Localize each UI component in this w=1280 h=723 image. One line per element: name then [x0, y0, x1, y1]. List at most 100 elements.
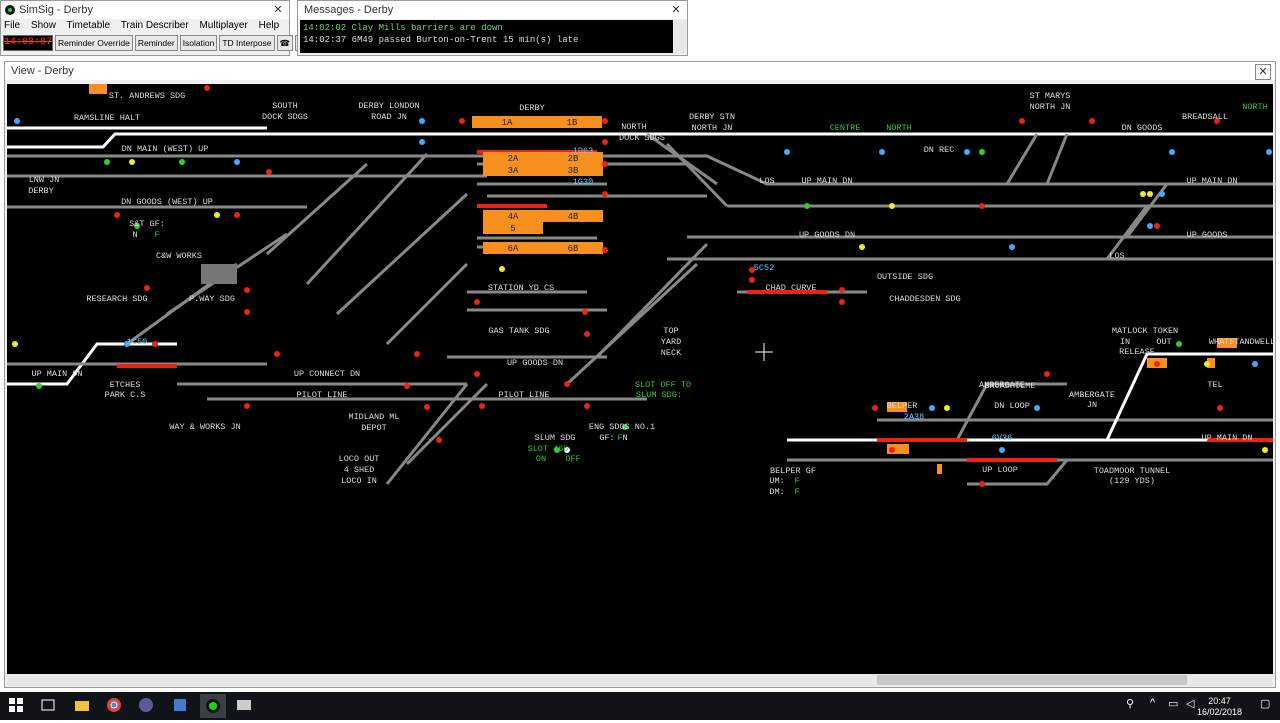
reminder-override-button[interactable]: Reminder Override [55, 35, 133, 51]
signal-aspect[interactable] [14, 118, 20, 124]
messages-scrollbar[interactable] [674, 20, 686, 53]
signal-aspect[interactable] [274, 351, 280, 357]
signal-aspect[interactable] [602, 191, 608, 197]
signal-aspect[interactable] [929, 405, 935, 411]
signal-aspect[interactable] [414, 351, 420, 357]
signal-aspect[interactable] [244, 403, 250, 409]
signal-aspect[interactable] [459, 118, 465, 124]
close-icon[interactable]: ✕ [1255, 64, 1271, 80]
signal-aspect[interactable] [872, 405, 878, 411]
volume-icon[interactable]: ◁ [1186, 698, 1195, 710]
signal-aspect[interactable] [1147, 191, 1153, 197]
signal-aspect[interactable] [244, 309, 250, 315]
signal-aspect[interactable] [944, 405, 950, 411]
signal-aspect[interactable] [839, 287, 845, 293]
platform-2A[interactable]: 2A [483, 152, 543, 164]
file-explorer-icon[interactable] [74, 697, 92, 715]
menu-help[interactable]: Help [258, 20, 280, 31]
signal-aspect[interactable] [979, 203, 985, 209]
signal-aspect[interactable] [419, 118, 425, 124]
signal-aspect[interactable] [244, 287, 250, 293]
signal-aspect[interactable] [214, 212, 220, 218]
signal-aspect[interactable] [1266, 149, 1272, 155]
menu-train-describer[interactable]: Train Describer [120, 20, 189, 31]
signal-aspect[interactable] [1034, 405, 1040, 411]
network-app-icon[interactable] [172, 697, 190, 715]
td-interpose-button[interactable]: TD Interpose [219, 35, 275, 51]
signal-aspect[interactable] [1176, 341, 1182, 347]
signal-aspect[interactable] [584, 403, 590, 409]
signal-aspect[interactable] [554, 447, 560, 453]
signal-aspect[interactable] [266, 169, 272, 175]
window-taskbar-icon[interactable] [236, 697, 254, 715]
signal-aspect[interactable] [234, 159, 240, 165]
signal-aspect[interactable] [479, 403, 485, 409]
windows-start-icon[interactable] [8, 697, 26, 715]
platform-1B[interactable]: 1B [542, 116, 602, 128]
signal-aspect[interactable] [602, 139, 608, 145]
signal-aspect[interactable] [1019, 118, 1025, 124]
phone-icon[interactable]: ☎ [276, 35, 294, 51]
taskbar-clock[interactable]: 20:47 16/02/2018 [1197, 696, 1242, 718]
signal-aspect[interactable] [1204, 361, 1210, 367]
signal-aspect[interactable] [889, 203, 895, 209]
sim-clock[interactable]: 14:03:07 [3, 35, 54, 51]
signal-aspect[interactable] [584, 331, 590, 337]
close-icon[interactable]: ✕ [671, 4, 681, 16]
isolation-button[interactable]: Isolation [179, 35, 218, 51]
signal-aspect[interactable] [144, 285, 150, 291]
platform-3B[interactable]: 3B [543, 164, 603, 176]
signal-aspect[interactable] [582, 309, 588, 315]
signal-aspect[interactable] [1044, 371, 1050, 377]
person-icon[interactable]: ⚲ [1126, 698, 1135, 710]
signal-aspect[interactable] [979, 149, 985, 155]
td-berth[interactable]: 1D63 [573, 146, 593, 156]
td-berth[interactable]: 1C50 [127, 337, 147, 347]
app-icon[interactable] [138, 697, 156, 715]
menu-show[interactable]: Show [30, 20, 56, 31]
signal-aspect[interactable] [1154, 361, 1160, 367]
td-berth[interactable]: 5C52 [754, 263, 774, 273]
signal-aspect[interactable] [564, 381, 570, 387]
signal-aspect[interactable] [12, 341, 18, 347]
signal-aspect[interactable] [1009, 244, 1015, 250]
network-icon[interactable]: ▭ [1168, 698, 1179, 710]
signal-aspect[interactable] [839, 299, 845, 305]
signal-aspect[interactable] [129, 159, 135, 165]
signal-aspect[interactable] [804, 203, 810, 209]
notification-icon[interactable]: ▢ [1260, 698, 1271, 710]
signal-aspect[interactable] [889, 447, 895, 453]
task-view-icon[interactable] [40, 697, 58, 715]
td-berth[interactable]: 6V36 [992, 433, 1012, 443]
signal-aspect[interactable] [1140, 191, 1146, 197]
td-berth[interactable]: 1G30 [573, 177, 593, 187]
platform-6A[interactable]: 6A [483, 242, 543, 254]
platform-3A[interactable]: 3A [483, 164, 543, 176]
platform-4A[interactable]: 4A [483, 210, 543, 222]
menu-timetable[interactable]: Timetable [66, 20, 111, 31]
signal-aspect[interactable] [1147, 223, 1153, 229]
signal-aspect[interactable] [622, 424, 628, 430]
menu-file[interactable]: File [4, 20, 21, 31]
scroll-thumb[interactable] [877, 675, 1187, 685]
signal-aspect[interactable] [859, 244, 865, 250]
signal-aspect[interactable] [784, 149, 790, 155]
platform-5[interactable]: 5 [483, 222, 543, 234]
signal-aspect[interactable] [104, 159, 110, 165]
signal-aspect[interactable] [424, 404, 430, 410]
signal-aspect[interactable] [234, 212, 240, 218]
signal-aspect[interactable] [602, 161, 608, 167]
signal-aspect[interactable] [749, 267, 755, 273]
signal-aspect[interactable] [114, 212, 120, 218]
signal-aspect[interactable] [474, 371, 480, 377]
platform-4B[interactable]: 4B [543, 210, 603, 222]
signal-aspect[interactable] [134, 223, 140, 229]
signal-aspect[interactable] [474, 299, 480, 305]
signal-aspect[interactable] [1252, 361, 1258, 367]
signal-aspect[interactable] [602, 118, 608, 124]
signal-aspect[interactable] [1217, 405, 1223, 411]
signal-aspect[interactable] [124, 341, 130, 347]
platform-6B[interactable]: 6B [543, 242, 603, 254]
signal-aspect[interactable] [404, 383, 410, 389]
